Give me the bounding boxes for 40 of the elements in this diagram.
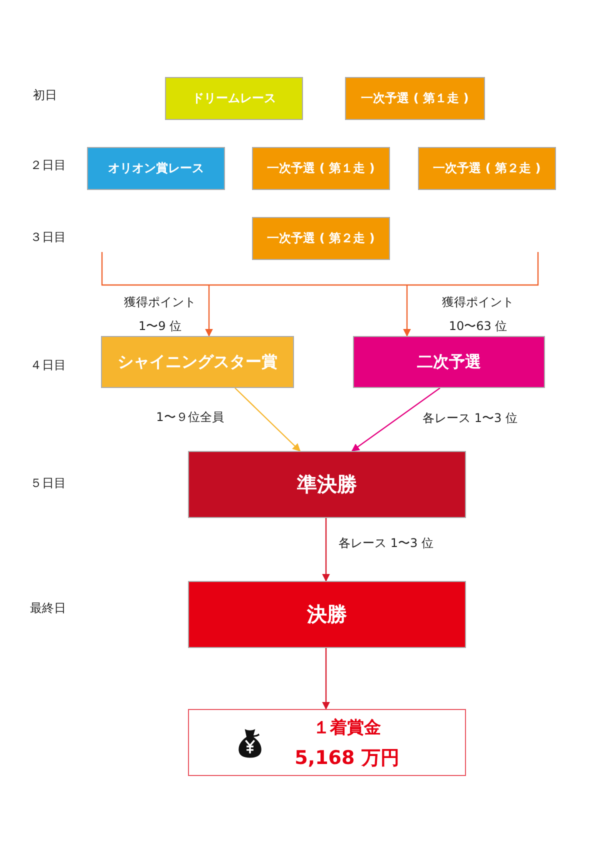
arrow — [322, 648, 330, 710]
race-box — [188, 451, 466, 518]
race-box — [353, 336, 545, 388]
prize-title: １着賞金 — [313, 716, 381, 740]
edge-label: 各レース 1〜3 位 — [422, 410, 518, 427]
race-box — [101, 336, 294, 388]
race-box — [165, 77, 303, 120]
arrow — [403, 285, 411, 337]
race-name: ドリームレース — [192, 90, 276, 107]
race-box — [252, 217, 390, 260]
arrow — [234, 388, 301, 452]
edge-label: 1〜９位全員 — [155, 409, 225, 426]
day-label: ４日目 — [30, 357, 66, 374]
arrow — [322, 518, 330, 582]
race-name: 一次予選 ( 第１走 ) — [267, 160, 375, 177]
edge-label: 獲得ポイント 10〜63 位 — [441, 294, 515, 335]
day-label: ３日目 — [30, 229, 66, 246]
edge-label: 各レース 1〜3 位 — [338, 535, 434, 552]
race-box — [252, 147, 390, 190]
day-label: ５日目 — [30, 475, 66, 492]
race-name: 一次予選 ( 第２走 ) — [433, 160, 541, 177]
race-name: シャイニングスター賞 — [118, 352, 278, 372]
race-name: 一次予選 ( 第１走 ) — [361, 90, 469, 107]
prize-box — [188, 709, 466, 776]
race-box — [345, 77, 485, 120]
day-label: 最終日 — [30, 600, 66, 617]
race-name: 二次予選 — [417, 352, 481, 372]
edge-label: 獲得ポイント 1〜9 位 — [123, 294, 197, 335]
race-box — [87, 147, 225, 190]
race-name: 決勝 — [307, 601, 347, 628]
arrow — [351, 388, 440, 452]
race-name: オリオン賞レース — [108, 160, 204, 177]
race-name: 準決勝 — [297, 471, 357, 498]
race-box — [418, 147, 556, 190]
day-label: ２日目 — [30, 157, 66, 174]
race-box — [188, 581, 466, 648]
prize-amount: 5,168 万円 — [294, 746, 400, 770]
day-label: 初日 — [33, 87, 57, 104]
arrow — [205, 285, 213, 337]
race-name: 一次予選 ( 第２走 ) — [267, 230, 375, 247]
